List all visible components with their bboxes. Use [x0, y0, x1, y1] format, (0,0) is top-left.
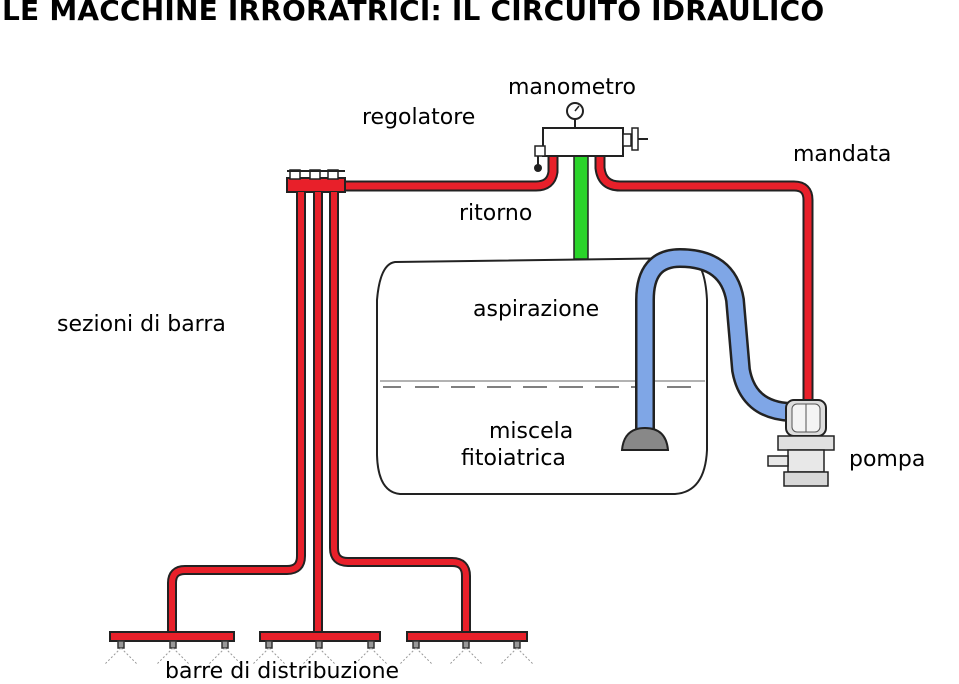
- manometer-gauge: [566, 102, 584, 120]
- suction-line: [635, 248, 791, 430]
- boom-feed-lines: [167, 192, 471, 636]
- suction-filter: [620, 426, 670, 451]
- tank: [376, 256, 708, 495]
- boom-section-manifold: [286, 169, 346, 193]
- label-ritorno: ritorno: [459, 201, 533, 226]
- label-pompa: pompa: [849, 447, 926, 472]
- regulator: [534, 102, 648, 172]
- delivery-line: [294, 149, 814, 406]
- page-title: LE MACCHINE IRRORATRICI: IL CIRCUITO IDR…: [2, 0, 825, 27]
- label-manometro: manometro: [508, 75, 636, 100]
- label-aspirazione: aspirazione: [473, 297, 600, 322]
- spray-booms: [104, 631, 534, 665]
- pump: [767, 399, 835, 487]
- label-barre-di-distribuzione: barre di distribuzione: [165, 659, 400, 684]
- label-miscela: miscela: [489, 419, 574, 444]
- label-mandata: mandata: [793, 142, 892, 167]
- label-regolatore: regolatore: [362, 105, 476, 130]
- label-fitoiatrica: fitoiatrica: [461, 446, 566, 471]
- return-line: [573, 154, 589, 260]
- label-sezioni-di-barra: sezioni di barra: [57, 312, 226, 337]
- nozzles: [117, 640, 521, 649]
